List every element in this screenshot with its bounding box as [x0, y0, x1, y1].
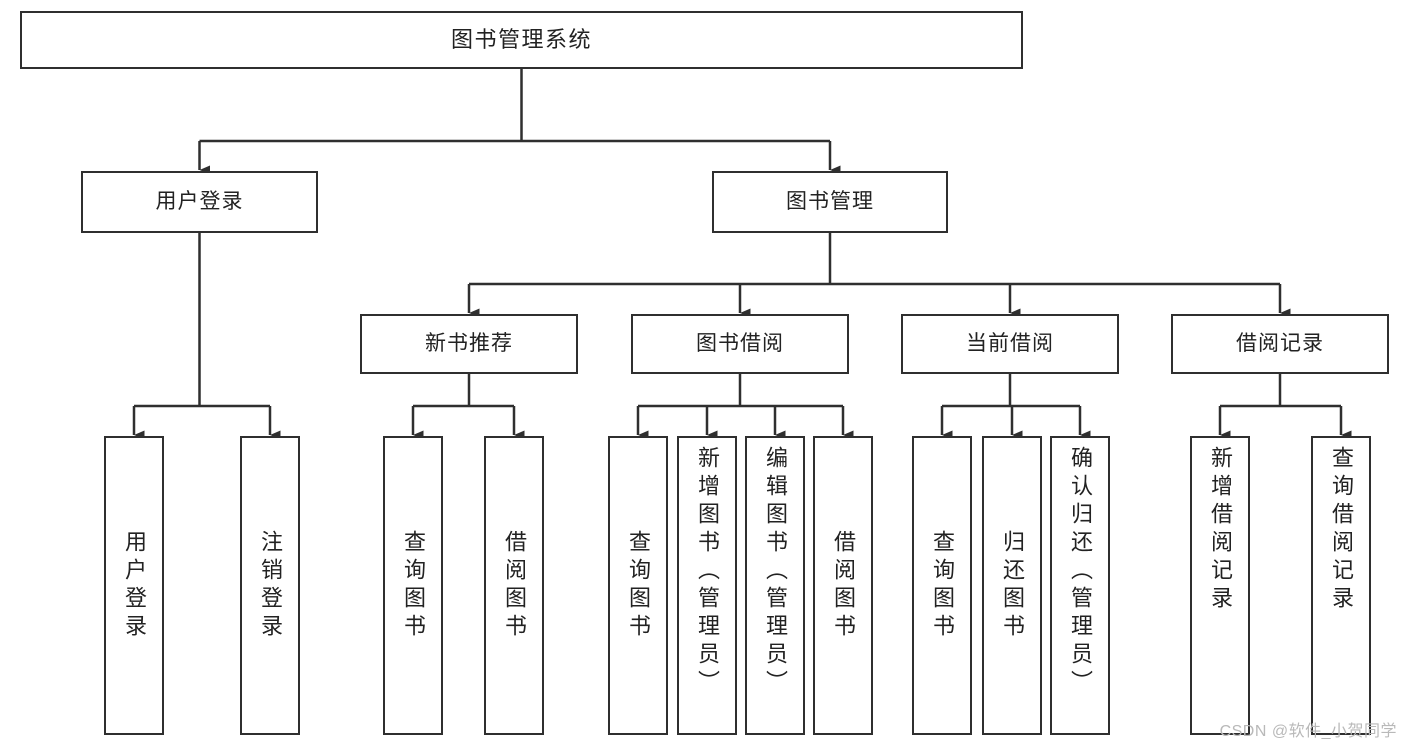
- node-bookmgmt: 图书管理: [712, 171, 948, 233]
- node-label-leaf-query-book-3: 查询图书: [930, 529, 955, 642]
- node-records: 借阅记录: [1171, 314, 1389, 374]
- node-current: 当前借阅: [901, 314, 1119, 374]
- node-leaf-return-book: 归还图书: [982, 436, 1042, 735]
- node-leaf-query-book-3: 查询图书: [912, 436, 972, 735]
- node-label-records: 借阅记录: [1236, 331, 1324, 355]
- node-leaf-borrow-book-1: 借阅图书: [484, 436, 544, 735]
- node-leaf-add-book: 新增图书（管理员）: [677, 436, 737, 735]
- node-leaf-query-record: 查询借阅记录: [1311, 436, 1371, 735]
- node-leaf-user-login: 用户登录: [104, 436, 164, 735]
- node-root: 图书管理系统: [20, 11, 1023, 69]
- watermark: CSDN @软件_小贺同学: [1219, 723, 1397, 740]
- node-label-leaf-query-record: 查询借阅记录: [1329, 446, 1354, 614]
- node-label-leaf-query-book-2: 查询图书: [626, 529, 651, 642]
- node-label-leaf-user-login: 用户登录: [122, 529, 147, 642]
- node-leaf-confirm-return: 确认归还（管理员）: [1050, 436, 1110, 735]
- node-label-current: 当前借阅: [966, 331, 1054, 355]
- node-newbook: 新书推荐: [360, 314, 578, 374]
- node-label-leaf-confirm-return: 确认归还（管理员）: [1068, 446, 1093, 698]
- node-label-newbook: 新书推荐: [425, 331, 513, 355]
- node-leaf-borrow-book-2: 借阅图书: [813, 436, 873, 735]
- node-leaf-add-record: 新增借阅记录: [1190, 436, 1250, 735]
- node-label-leaf-query-book-1: 查询图书: [401, 529, 426, 642]
- node-label-leaf-edit-book: 编辑图书（管理员）: [763, 446, 788, 698]
- node-label-login: 用户登录: [155, 189, 244, 213]
- node-label-borrow: 图书借阅: [696, 331, 784, 355]
- node-label-leaf-add-book: 新增图书（管理员）: [695, 446, 720, 698]
- node-label-leaf-borrow-book-2: 借阅图书: [831, 529, 856, 642]
- node-borrow: 图书借阅: [631, 314, 849, 374]
- node-leaf-edit-book: 编辑图书（管理员）: [745, 436, 805, 735]
- node-label-leaf-add-record: 新增借阅记录: [1208, 446, 1233, 614]
- node-label-bookmgmt: 图书管理: [786, 189, 874, 213]
- node-label-root: 图书管理系统: [450, 27, 592, 53]
- node-label-leaf-user-logout: 注销登录: [258, 529, 283, 642]
- node-leaf-user-logout: 注销登录: [240, 436, 300, 735]
- node-leaf-query-book-1: 查询图书: [383, 436, 443, 735]
- node-leaf-query-book-2: 查询图书: [608, 436, 668, 735]
- node-login: 用户登录: [81, 171, 318, 233]
- node-label-leaf-return-book: 归还图书: [1000, 529, 1025, 642]
- node-label-leaf-borrow-book-1: 借阅图书: [502, 529, 527, 642]
